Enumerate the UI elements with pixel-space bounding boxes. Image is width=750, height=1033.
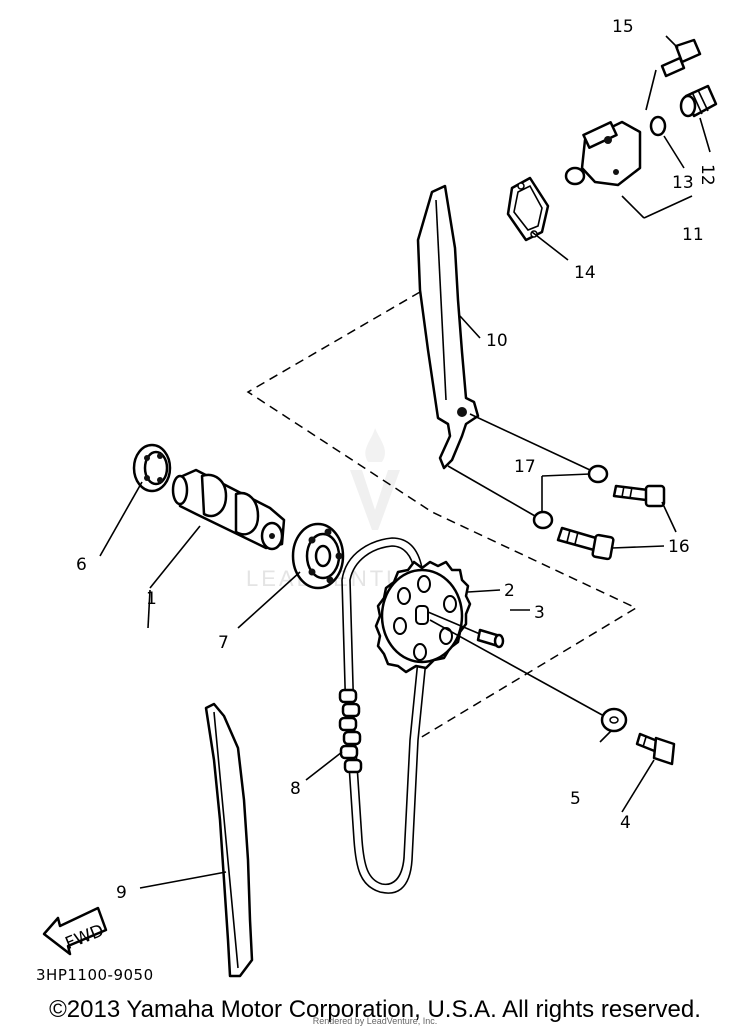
cam-chain xyxy=(338,537,429,894)
callout-12: 12 xyxy=(697,164,717,186)
cam-sprocket xyxy=(374,560,472,674)
sprocket-washer xyxy=(600,707,628,733)
camshaft xyxy=(171,468,286,551)
callout-3: 3 xyxy=(534,603,545,623)
rendered-by-notice: Rendered by LeadVenture, Inc. xyxy=(312,1016,438,1026)
leader-guide-upper xyxy=(469,413,591,471)
diagram-code: 3HP1100-9050 xyxy=(36,966,154,984)
copyright-notice: ©2013 Yamaha Motor Corporation, U.S.A. A… xyxy=(49,996,701,1023)
callout-6: 6 xyxy=(76,555,87,575)
leader-guide-lower xyxy=(447,465,536,517)
callout-17: 17 xyxy=(514,457,536,477)
callout-8: 8 xyxy=(290,779,301,799)
callout-2: 2 xyxy=(504,581,515,601)
tensioner-bolt xyxy=(660,38,702,78)
bearing-right xyxy=(291,522,345,590)
callout-1: 1 xyxy=(146,589,157,609)
leader-sprocket-bolt xyxy=(429,619,605,717)
callout-11: 11 xyxy=(682,225,704,245)
callout-4: 4 xyxy=(620,813,631,833)
leader-pin xyxy=(427,611,481,635)
dashed-reference-line xyxy=(246,291,638,739)
dowel-pin xyxy=(476,628,505,649)
sprocket-bolt xyxy=(635,732,676,766)
chain-guide-intake xyxy=(204,702,254,978)
washer-upper xyxy=(587,464,609,484)
washer-lower xyxy=(532,510,554,530)
bearing-left xyxy=(132,443,172,493)
cam-chain-tensioner xyxy=(564,120,642,187)
guide-bolt-lower xyxy=(556,526,615,561)
callout-13: 13 xyxy=(672,173,694,193)
tensioner-case-gasket xyxy=(506,176,550,242)
chain-guide-exhaust xyxy=(416,184,480,470)
callout-labels: 1 2 3 4 5 6 7 8 9 10 11 12 13 14 15 16 1… xyxy=(76,17,717,903)
guide-bolt-upper xyxy=(612,484,666,508)
fwd-arrow: FWD xyxy=(42,906,108,956)
callout-14: 14 xyxy=(574,263,596,283)
tensioner-gasket xyxy=(649,115,667,137)
tensioner-cap-bolt xyxy=(679,84,718,118)
callout-16: 16 xyxy=(668,537,690,557)
callout-15: 15 xyxy=(612,17,634,37)
callout-leaders xyxy=(99,35,711,889)
callout-5: 5 xyxy=(570,789,581,809)
callout-7: 7 xyxy=(218,633,229,653)
watermark-logo xyxy=(350,428,400,530)
callout-10: 10 xyxy=(486,331,508,351)
callout-9: 9 xyxy=(116,883,127,903)
